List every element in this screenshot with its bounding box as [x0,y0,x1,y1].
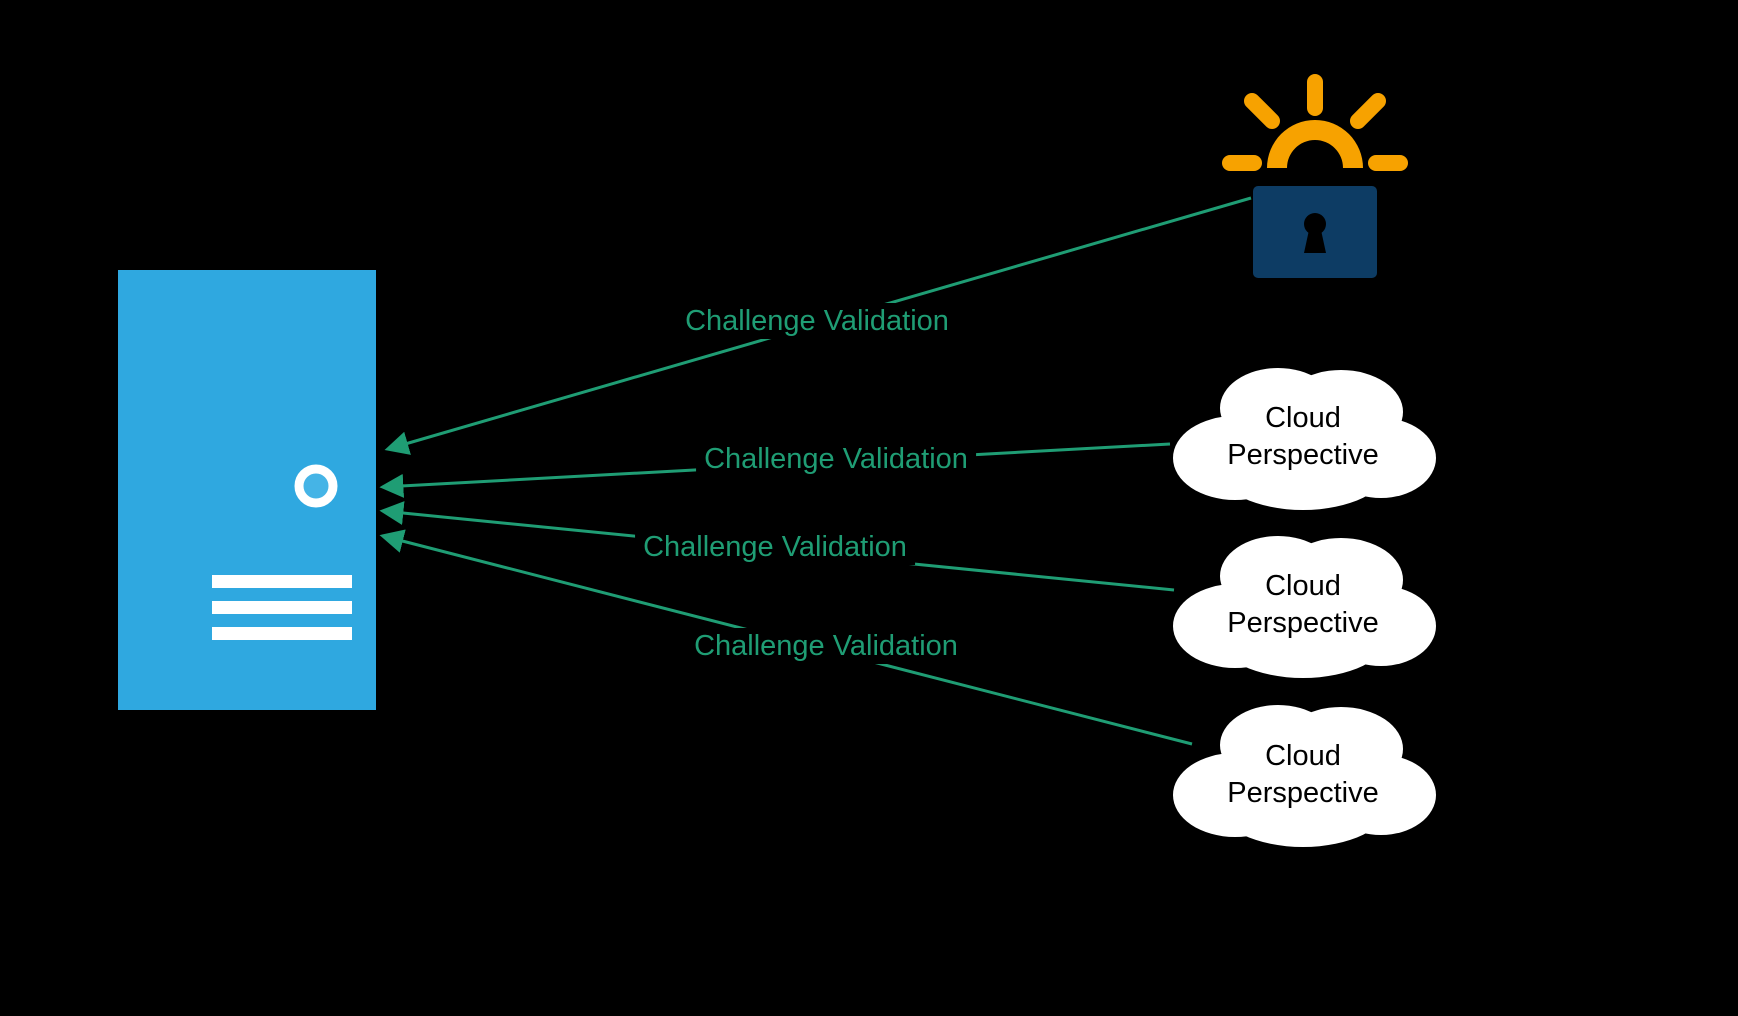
cloud-label: Cloud Perspective [1227,740,1379,809]
sun-rays-icon [1222,74,1408,171]
arrow-label: Challenge Validation [696,441,976,477]
arrow-label: Challenge Validation [677,303,957,339]
cloud-label: Cloud Perspective [1227,570,1379,639]
arrow-label: Challenge Validation [686,628,966,664]
server-vent [212,601,352,614]
server-power-button-icon [294,464,338,508]
server-body [118,270,376,710]
sun-padlock-icon [1222,74,1408,278]
sun-arc-icon [1267,120,1363,168]
arrow-label: Challenge Validation [635,529,915,565]
cloud-icon [1173,536,1436,678]
server-vent [212,575,352,588]
server-icon [118,270,376,710]
cloud-icon [1173,705,1436,847]
keyhole-icon [1304,213,1326,253]
cloud-label: Cloud Perspective [1227,402,1379,471]
cloud-icon [1173,368,1436,510]
server-vent [212,627,352,640]
